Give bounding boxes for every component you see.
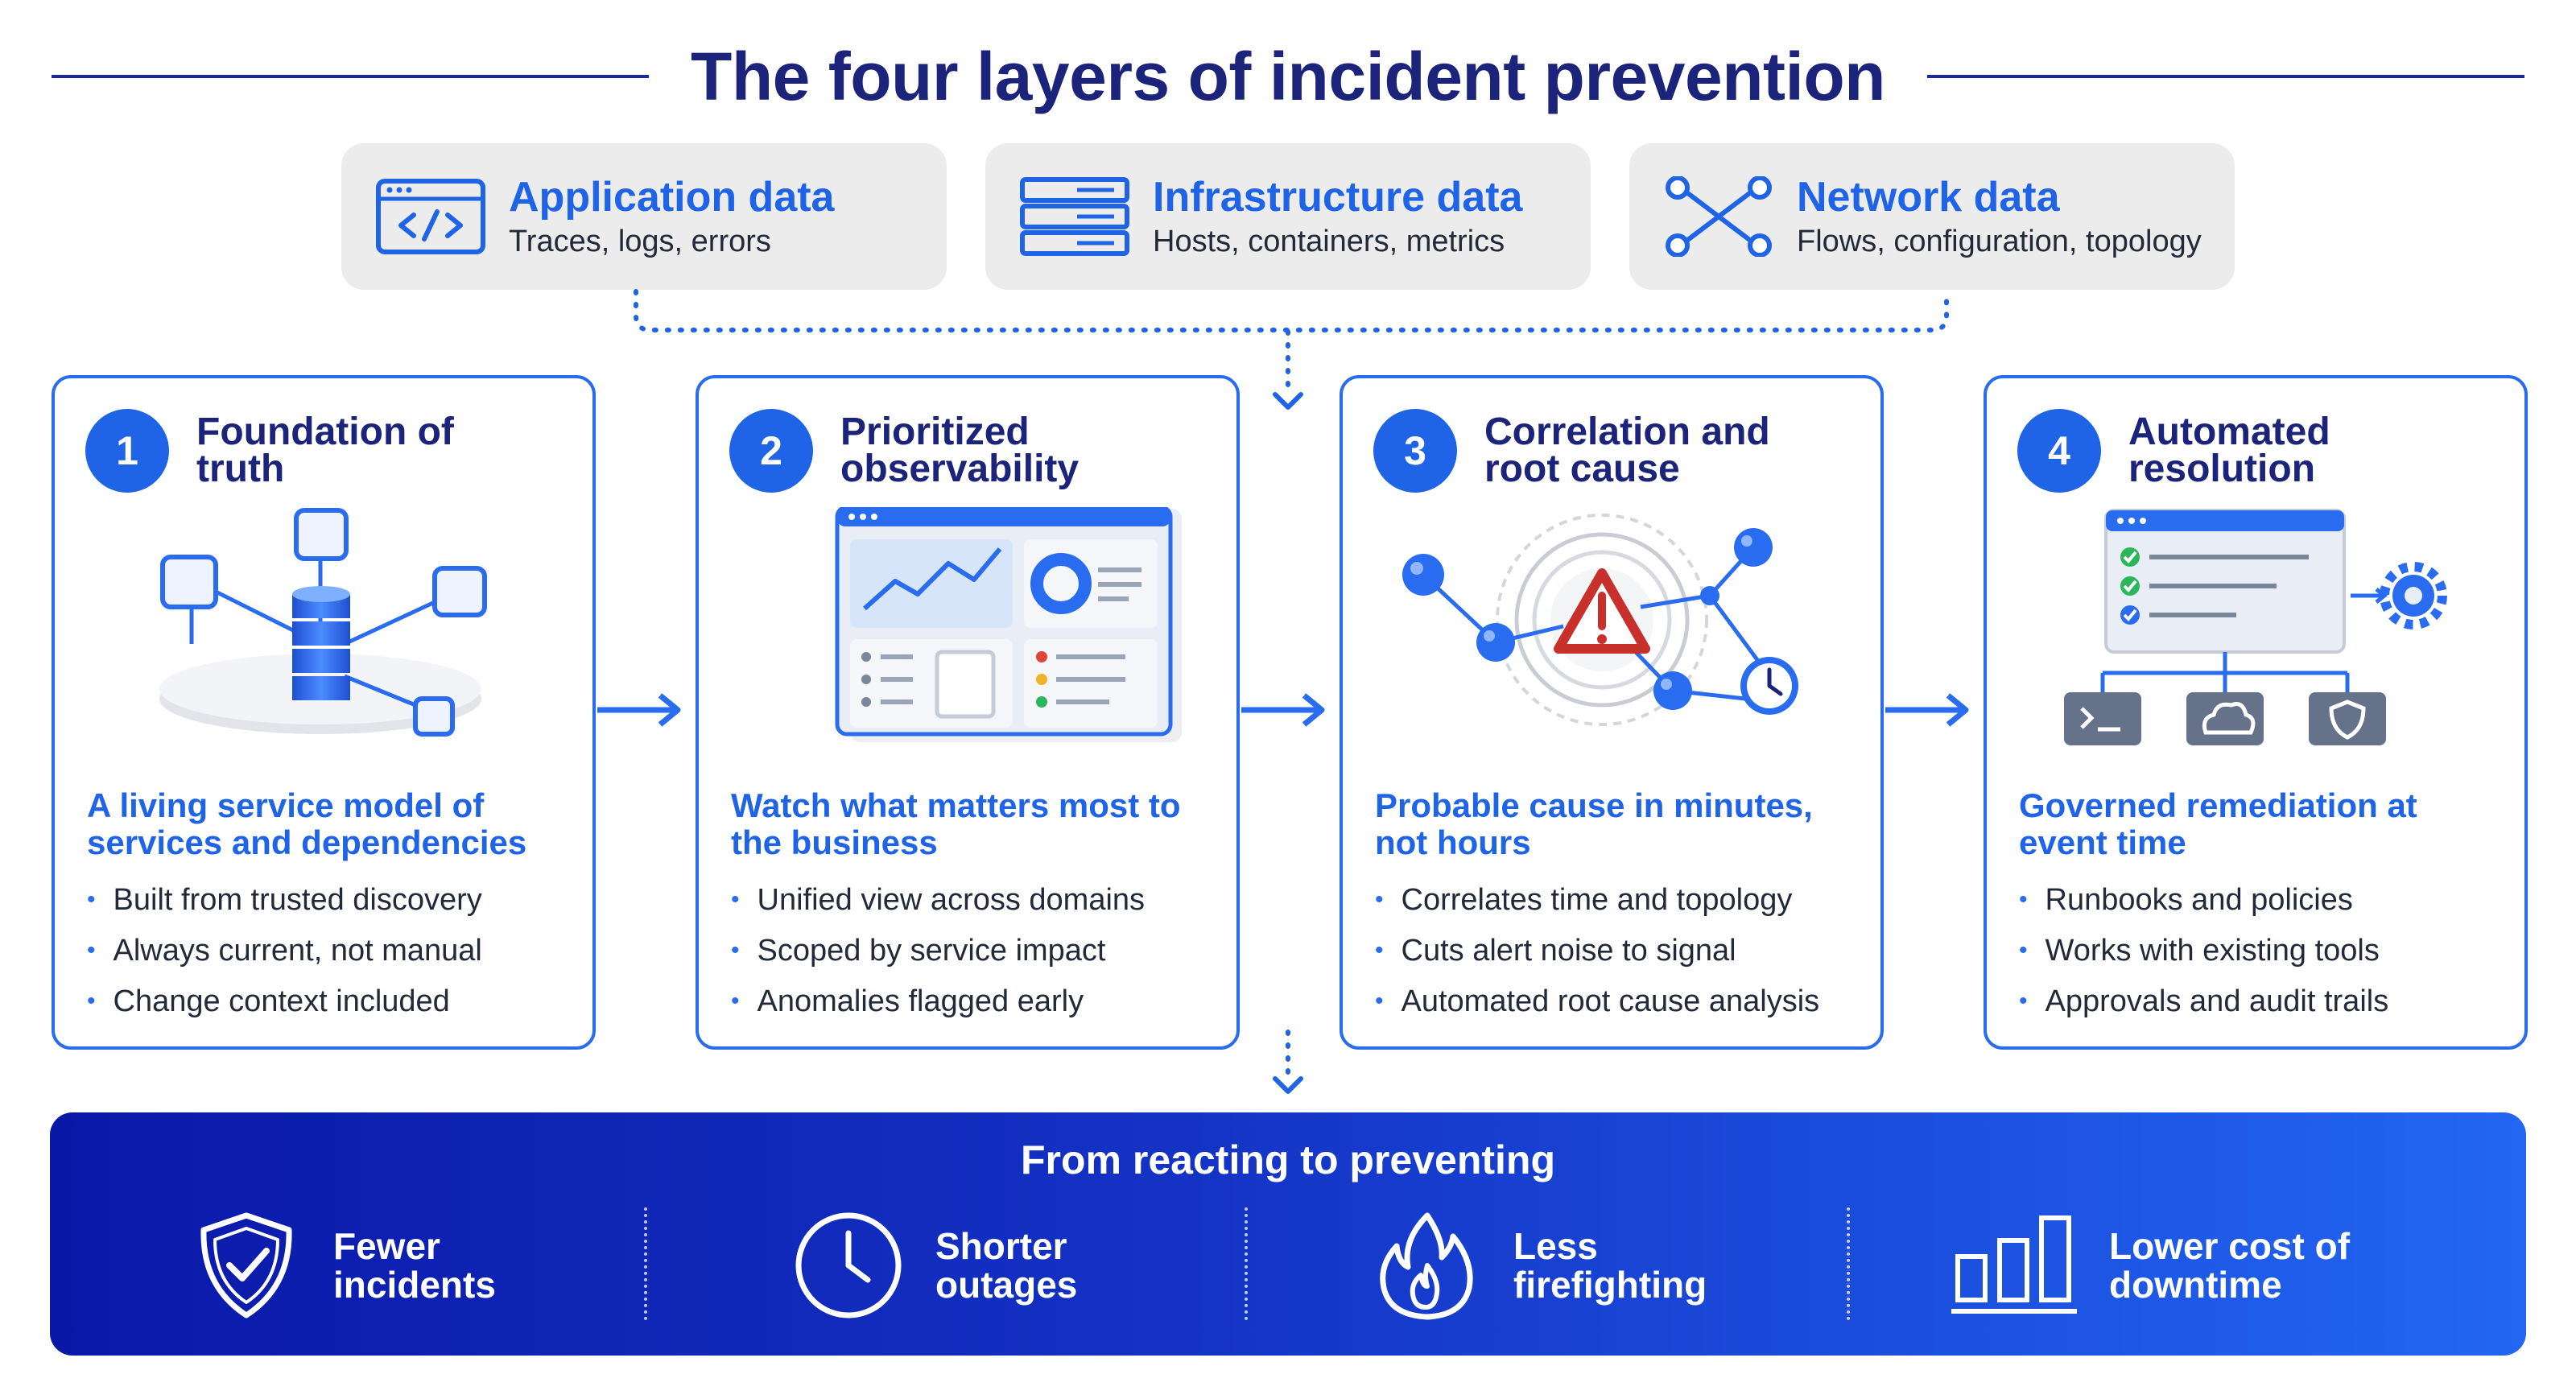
bullet-item: Works with existing tools (2019, 926, 2518, 977)
bullet-item: Scoped by service impact (731, 926, 1230, 977)
arrow-right-icon (1885, 693, 1969, 727)
outcome-fewer-incidents: Fewer incidents (190, 1201, 575, 1330)
layer-card-resolution: 4 Automated resolution (1984, 375, 2528, 1050)
layer-headline: Watch what matters most to the business (731, 786, 1181, 861)
outcome-banner: From reacting to preventing Fewer incide… (50, 1112, 2526, 1356)
warning-correlation-icon (1391, 507, 1842, 749)
bullet-item: Anomalies flagged early (731, 977, 1230, 1028)
outcome-less-firefighting: Less firefighting (1370, 1201, 1755, 1330)
arrow-right-icon (1241, 693, 1325, 727)
outcome-label: Lower cost of downtime (2109, 1225, 2351, 1306)
layer-number: 4 (2017, 409, 2101, 493)
layer-number: 2 (729, 409, 813, 493)
layer-headline: A living service model of services and d… (87, 786, 527, 861)
network-nodes-icon (1663, 176, 1774, 257)
source-title: Application data (509, 173, 835, 221)
layer-headline: Governed remediation at event time (2019, 786, 2417, 861)
outcome-lower-cost: Lower cost of downtime (1950, 1201, 2351, 1330)
clock-icon (792, 1205, 905, 1326)
layer-bullets: Unified view across domains Scoped by se… (731, 876, 1230, 1028)
layer-title: Automated resolution (2128, 411, 2330, 490)
layer-number: 3 (1373, 409, 1457, 493)
banner-title: From reacting to preventing (1021, 1137, 1555, 1182)
layer-card-foundation: 1 Foundation of truth A living service m… (52, 375, 596, 1050)
bullet-item: Correlates time and topology (1375, 876, 1874, 926)
bullet-item: Built from trusted discovery (87, 876, 586, 926)
layer-title: Correlation and root cause (1484, 411, 1770, 490)
server-rack-icon (1019, 176, 1130, 257)
source-subtitle: Traces, logs, errors (509, 225, 771, 259)
layer-title: Foundation of truth (196, 411, 454, 490)
bullet-item: Runbooks and policies (2019, 876, 2518, 926)
bullet-item: Change context included (87, 977, 586, 1028)
layer-bullets: Built from trusted discovery Always curr… (87, 876, 586, 1028)
dashboard-icon (747, 505, 1198, 749)
outcome-label: Less firefighting (1513, 1225, 1707, 1306)
arrow-right-icon (597, 693, 681, 727)
title-row: The four layers of incident prevention (52, 32, 2524, 121)
shield-check-icon (190, 1205, 303, 1326)
source-network-data: Network data Flows, configuration, topol… (1629, 143, 2235, 290)
title-rule-right (1926, 75, 2524, 78)
page-title: The four layers of incident prevention (691, 38, 1885, 114)
layer-headline: Probable cause in minutes, not hours (1375, 786, 1813, 861)
bullet-item: Always current, not manual (87, 926, 586, 977)
divider (1847, 1207, 1850, 1320)
bullet-item: Cuts alert noise to signal (1375, 926, 1874, 977)
layer-bullets: Runbooks and policies Works with existin… (2019, 876, 2518, 1028)
source-infrastructure-data: Infrastructure data Hosts, containers, m… (985, 143, 1591, 290)
layer-number: 1 (85, 409, 169, 493)
bullet-item: Approvals and audit trails (2019, 977, 2518, 1028)
divider (644, 1207, 647, 1320)
outcome-label: Fewer incidents (333, 1225, 496, 1306)
bullet-item: Automated root cause analysis (1375, 977, 1874, 1028)
database-graph-icon (103, 507, 554, 749)
code-window-icon (375, 176, 486, 257)
source-application-data: Application data Traces, logs, errors (341, 143, 947, 290)
title-rule-left (52, 75, 650, 78)
layer-card-correlation: 3 Correlation and root cause (1340, 375, 1884, 1050)
source-subtitle: Hosts, containers, metrics (1153, 225, 1505, 259)
outcome-label: Shorter outages (935, 1225, 1078, 1306)
flame-icon (1370, 1205, 1483, 1326)
outcome-shorter-outages: Shorter outages (792, 1201, 1177, 1330)
layer-card-observability: 2 Prioritized observability Watch w (696, 375, 1240, 1050)
automation-workflow-icon (2035, 507, 2486, 749)
bar-chart-icon (1950, 1205, 2079, 1326)
layer-bullets: Correlates time and topology Cuts alert … (1375, 876, 1874, 1028)
bullet-item: Unified view across domains (731, 876, 1230, 926)
source-subtitle: Flows, configuration, topology (1797, 225, 2202, 259)
layer-title: Prioritized observability (840, 411, 1080, 490)
source-title: Infrastructure data (1153, 173, 1523, 221)
source-title: Network data (1797, 173, 2060, 221)
divider (1245, 1207, 1248, 1320)
